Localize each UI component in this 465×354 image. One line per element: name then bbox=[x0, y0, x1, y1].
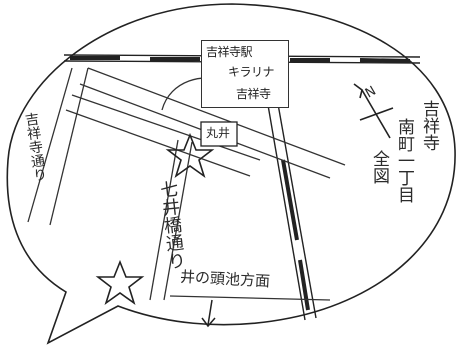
station-label-3: 吉祥寺 bbox=[236, 87, 271, 101]
compass-arrow bbox=[353, 83, 394, 139]
down-arrow bbox=[201, 299, 216, 328]
speech-bubble-outline bbox=[6, 3, 456, 345]
marui-box bbox=[200, 121, 238, 147]
station-label-2: キラリナ bbox=[228, 65, 275, 79]
title-col1: 吉祥寺 bbox=[419, 100, 439, 151]
star-marker-1 bbox=[165, 132, 215, 179]
station-label-1: 吉祥寺駅 bbox=[206, 45, 253, 59]
star-marker-2 bbox=[95, 259, 145, 306]
streets bbox=[27, 67, 346, 301]
title-col2: 南町一丁目 bbox=[394, 118, 414, 203]
railway-diagonal bbox=[267, 103, 317, 321]
station-box: 吉祥寺駅 キラリナ 吉祥寺 bbox=[201, 40, 289, 108]
title-col3: 全図 bbox=[369, 150, 389, 184]
inokashira-label: 井の頭池方面 bbox=[179, 267, 271, 291]
marui-label: 丸井 bbox=[206, 126, 231, 140]
